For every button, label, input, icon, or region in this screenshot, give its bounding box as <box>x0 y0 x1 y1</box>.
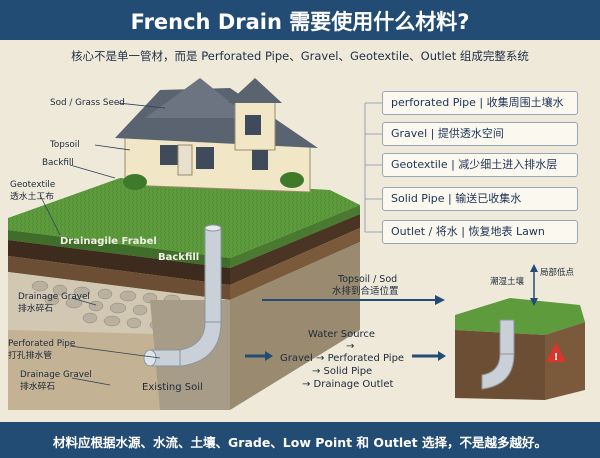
label-gravel-top-en: Drainage Gravel <box>18 292 90 302</box>
footer-banner <box>0 422 600 458</box>
outlet-low-point: 局部低点 <box>540 268 575 278</box>
flow-topsoil-sod: Topsoil / Sod <box>338 274 398 285</box>
leader-lines <box>39 102 166 386</box>
page-subtitle: 核心不是单一管材，而是 Perforated Pipe、Gravel、Geote… <box>71 49 529 63</box>
warning-icon <box>546 342 566 362</box>
svg-text:!: ! <box>554 352 559 363</box>
label-pipe-zh: 打孔排水管 <box>8 351 52 361</box>
label-pipe-en: Perforated Pipe <box>8 339 76 349</box>
flow-water-source: Water Source <box>308 329 376 340</box>
flow-topsoil-note: 水排到合适位置 <box>332 286 399 297</box>
layer-text-drainage: Drainagile Frabel <box>60 236 157 247</box>
callout-gravel: Gravel | 提供透水空间 <box>382 122 578 146</box>
page-title: French Drain 需要使用什么材料? <box>130 10 470 34</box>
label-gravel-top-zh: 排水碎石 <box>18 304 54 314</box>
shrub <box>123 174 147 190</box>
house <box>115 78 318 193</box>
label-backfill: Backfill <box>42 158 74 168</box>
flow-outlet: → Drainage Outlet <box>302 379 394 390</box>
callout-solid-pipe: Solid Pipe | 输送已收集水 <box>382 187 578 211</box>
layer-text-backfill: Backfill <box>158 252 200 263</box>
outlet-panel: ! <box>455 298 585 400</box>
label-geotextile-en: Geotextile <box>10 180 56 190</box>
label-existing-soil: Existing Soil <box>142 382 203 393</box>
callout-outlet: Outlet / 将水 | 恢复地表 Lawn <box>382 220 578 244</box>
callout-perforated-pipe: perforated Pipe | 收集周围土壤水 <box>382 91 578 115</box>
sod-layer <box>8 230 230 268</box>
topsoil-layer <box>8 240 230 285</box>
title-banner <box>0 0 600 40</box>
label-gravel-bot-en: Drainage Gravel <box>20 370 92 380</box>
footer-text: 材料应根据水源、水流、土壤、Grade、Low Point 和 Outlet 选… <box>53 435 547 450</box>
label-topsoil: Topsoil <box>50 140 80 150</box>
flow-arrow-glyph: → <box>346 341 355 352</box>
shrub <box>280 172 304 188</box>
backfill-layer <box>8 256 230 300</box>
callout-geotextile: Geotextile | 减少细土进入排水层 <box>382 153 578 177</box>
outlet-wet-soil: 潮湿土壤 <box>490 277 525 287</box>
flow-solid-pipe: → Solid Pipe <box>312 366 373 377</box>
label-sod: Sod / Grass Seed <box>50 98 125 108</box>
flow-gravel-pipe: Gravel → Perforated Pipe <box>280 353 405 364</box>
label-gravel-bot-zh: 排水碎石 <box>20 382 56 392</box>
vertical-pipe <box>204 227 222 324</box>
callout-connectors <box>364 102 382 233</box>
label-geotextile-zh: 透水土工布 <box>10 192 54 202</box>
